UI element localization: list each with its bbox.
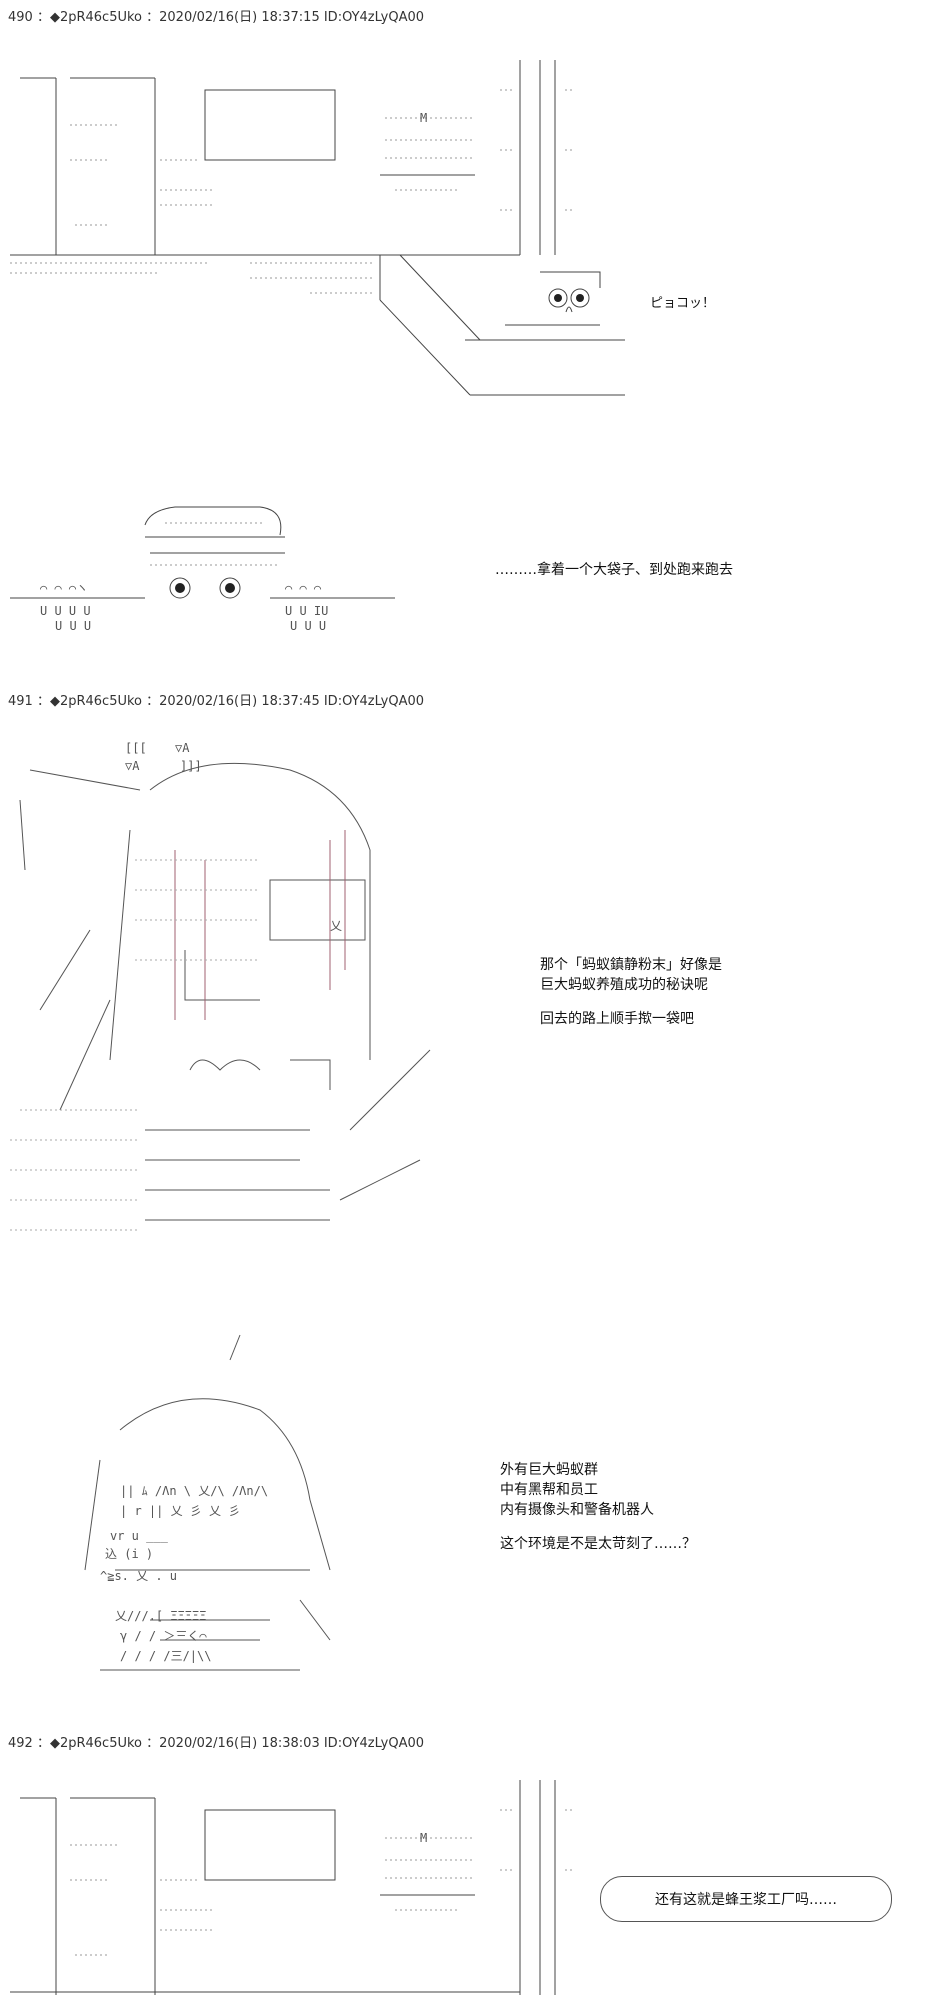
- svg-text:乂: 乂: [330, 919, 342, 933]
- speech-bubble: 还有这就是蜂王浆工厂吗……: [600, 1876, 892, 1922]
- character-art-491: [[[ ▽A ▽A ]]] 乂: [10, 741, 431, 1231]
- svg-text:U U IU: U U IU: [285, 604, 328, 618]
- sfx-text: ピョコッ！: [650, 296, 716, 311]
- post-header-492: 492 ：◆2pR46c5Uko ：2020/02/16(日) 18:38:03…: [8, 1736, 425, 1751]
- caption-line: 外有巨大蚂蚁群: [500, 1462, 598, 1478]
- caption-line: [540, 995, 722, 1009]
- caption-491-b: 外有巨大蚂蚁群 中有黑帮和员工 内有摄像头和警备机器人 这个环境是不是太苛刻了……: [500, 1460, 696, 1554]
- peeking-ants-490: ⌒ ⌒ ⌒ヽ U U U U U U U ⌒ ⌒ ⌒ U U IU U U U: [10, 506, 395, 633]
- caption-line: 那个「蚂蚁鎮静粉末」好像是: [540, 957, 722, 973]
- caption-line: 巨大蚂蚁养殖成功的秘诀呢: [540, 977, 708, 993]
- machine-letter: M: [420, 111, 427, 125]
- post-header-491: 491 ：◆2pR46c5Uko ：2020/02/16(日) 18:37:45…: [8, 694, 425, 709]
- svg-text:[[[: [[[: [125, 741, 147, 755]
- svg-text:⌒ ⌒ ⌒ヽ: ⌒ ⌒ ⌒ヽ: [40, 581, 88, 595]
- factory-scene-492: M: [10, 1780, 575, 1995]
- post-header-490: 490 ：◆2pR46c5Uko ：2020/02/16(日) 18:37:15…: [8, 10, 425, 25]
- svg-text:⌒ ⌒ ⌒: ⌒ ⌒ ⌒: [285, 581, 321, 595]
- svg-text:U U U: U U U: [290, 619, 326, 633]
- machine-letter: M: [420, 1831, 427, 1845]
- svg-text:|| ﾑ /Λn \ 乂/\ /Λn/\: || ﾑ /Λn \ 乂/\ /Λn/\: [120, 1484, 268, 1498]
- svg-text:U U U: U U U: [55, 619, 91, 633]
- speech-bubble-text: 还有这就是蜂王浆工厂吗……: [655, 1892, 837, 1908]
- caption-line: 内有摄像头和警备机器人: [500, 1502, 654, 1518]
- factory-scene-490: M: [10, 60, 625, 396]
- svg-text:]]]: ]]]: [180, 759, 202, 773]
- chibi-art-491: || ﾑ /Λn \ 乂/\ /Λn/\ | r || 乂 彡 乂 彡 vr u…: [84, 1334, 331, 1671]
- svg-text:γ / / ＞三く⌒: γ / / ＞三く⌒: [120, 1629, 207, 1643]
- caption-line: 回去的路上顺手揿一袋吧: [540, 1011, 694, 1027]
- svg-text:込 (i ): 込 (i ): [105, 1547, 153, 1561]
- svg-text:乂///.[ ΞΞΞΞΞ: 乂///.[ ΞΞΞΞΞ: [115, 1609, 206, 1623]
- svg-text:▽A: ▽A: [125, 759, 140, 773]
- caption-line: 这个环境是不是太苛刻了……？: [500, 1536, 696, 1552]
- caption-490: ………拿着一个大袋子、到处跑来跑去: [495, 562, 733, 578]
- svg-text:▽A: ▽A: [175, 741, 190, 755]
- caption-491-a: 那个「蚂蚁鎮静粉末」好像是 巨大蚂蚁养殖成功的秘诀呢 回去的路上顺手揿一袋吧: [540, 955, 722, 1029]
- caption-line: 中有黑帮和员工: [500, 1482, 598, 1498]
- svg-text:| r || 乂 彡 乂 彡: | r || 乂 彡 乂 彡: [120, 1504, 240, 1518]
- svg-text:/ / / /三/|\\: / / / /三/|\\: [120, 1649, 211, 1663]
- svg-text:U U U U: U U U U: [40, 604, 91, 618]
- caption-line: [500, 1520, 696, 1534]
- svg-text:^≧s. 乂 . u: ^≧s. 乂 . u: [100, 1569, 177, 1583]
- svg-text:vr u ___: vr u ___: [110, 1529, 169, 1543]
